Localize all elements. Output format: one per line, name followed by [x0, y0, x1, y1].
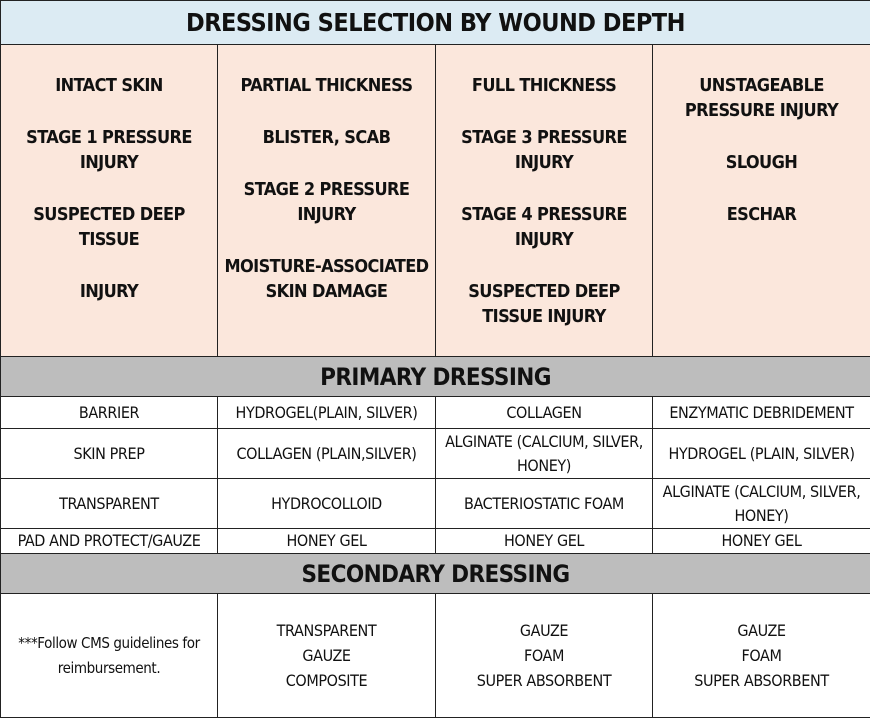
primary-cell: ALGINATE (CALCIUM, SILVER, HONEY): [436, 429, 653, 479]
primary-cell: HONEY GEL: [218, 529, 436, 554]
depth-label: ESCHAR: [657, 202, 866, 227]
table-row: BARRIER HYDROGEL(PLAIN, SILVER) COLLAGEN…: [1, 397, 870, 429]
depth-label: BLISTER, SCAB: [222, 125, 431, 150]
secondary-item: SUPER ABSORBENT: [440, 668, 648, 693]
table-row: TRANSPARENT HYDROCOLLOID BACTERIOSTATIC …: [1, 479, 870, 529]
secondary-dressing-heading: SECONDARY DRESSING: [1, 554, 870, 594]
primary-cell: PAD AND PROTECT/GAUZE: [1, 529, 218, 554]
secondary-item: FOAM: [657, 643, 866, 668]
primary-cell: BARRIER: [1, 397, 218, 429]
depth-label: STAGE 1 PRESSURE INJURY: [5, 125, 213, 175]
secondary-item: FOAM: [440, 643, 648, 668]
depth-col-unstageable: UNSTAGEABLE PRESSURE INJURY SLOUGH ESCHA…: [653, 45, 870, 357]
depth-col-intact: INTACT SKIN STAGE 1 PRESSURE INJURY SUSP…: [1, 45, 218, 357]
secondary-item: GAUZE: [222, 643, 431, 668]
primary-cell: HONEY GEL: [436, 529, 653, 554]
depth-label: MOISTURE-ASSOCIATED SKIN DAMAGE: [222, 254, 431, 304]
depth-label: INJURY: [5, 279, 213, 304]
depth-label: STAGE 2 PRESSURE INJURY: [222, 177, 431, 227]
primary-cell: HYDROGEL (PLAIN, SILVER): [653, 429, 870, 479]
secondary-cell: GAUZE FOAM SUPER ABSORBENT: [436, 594, 653, 718]
depth-col-partial: PARTIAL THICKNESS BLISTER, SCAB STAGE 2 …: [218, 45, 436, 357]
table-row: SKIN PREP COLLAGEN (PLAIN,SILVER) ALGINA…: [1, 429, 870, 479]
table-row: ***Follow CMS guidelines for reimburseme…: [1, 594, 870, 718]
table-row: PAD AND PROTECT/GAUZE HONEY GEL HONEY GE…: [1, 529, 870, 554]
table-title: DRESSING SELECTION BY WOUND DEPTH: [1, 1, 870, 45]
depth-label: FULL THICKNESS: [440, 73, 648, 98]
secondary-item: SUPER ABSORBENT: [657, 668, 866, 693]
depth-label: INTACT SKIN: [5, 73, 213, 98]
primary-cell: ALGINATE (CALCIUM, SILVER, HONEY): [653, 479, 870, 529]
secondary-item: GAUZE: [657, 618, 866, 643]
primary-cell: HYDROGEL(PLAIN, SILVER): [218, 397, 436, 429]
depth-label: UNSTAGEABLE PRESSURE INJURY: [657, 73, 866, 123]
primary-cell: ENZYMATIC DEBRIDEMENT: [653, 397, 870, 429]
secondary-cell: TRANSPARENT GAUZE COMPOSITE: [218, 594, 436, 718]
depth-label: SUSPECTED DEEP TISSUE INJURY: [440, 279, 648, 329]
depth-label: STAGE 4 PRESSURE INJURY: [440, 202, 648, 252]
depth-col-full: FULL THICKNESS STAGE 3 PRESSURE INJURY S…: [436, 45, 653, 357]
primary-cell: COLLAGEN: [436, 397, 653, 429]
primary-cell: COLLAGEN (PLAIN,SILVER): [218, 429, 436, 479]
secondary-cell: GAUZE FOAM SUPER ABSORBENT: [653, 594, 870, 718]
depth-label: STAGE 3 PRESSURE INJURY: [440, 125, 648, 175]
dressing-selection-sheet: DRESSING SELECTION BY WOUND DEPTH INTACT…: [0, 0, 870, 667]
cms-guidelines-note: ***Follow CMS guidelines for reimburseme…: [1, 594, 218, 718]
depth-label: SUSPECTED DEEP TISSUE: [5, 202, 213, 252]
secondary-item: GAUZE: [440, 618, 648, 643]
primary-cell: HONEY GEL: [653, 529, 870, 554]
primary-cell: BACTERIOSTATIC FOAM: [436, 479, 653, 529]
primary-cell: TRANSPARENT: [1, 479, 218, 529]
depth-label: SLOUGH: [657, 150, 866, 175]
primary-dressing-heading: PRIMARY DRESSING: [1, 357, 870, 397]
depth-label: PARTIAL THICKNESS: [222, 73, 431, 98]
secondary-item: TRANSPARENT: [222, 618, 431, 643]
secondary-item: COMPOSITE: [222, 668, 431, 693]
primary-cell: HYDROCOLLOID: [218, 479, 436, 529]
primary-cell: SKIN PREP: [1, 429, 218, 479]
